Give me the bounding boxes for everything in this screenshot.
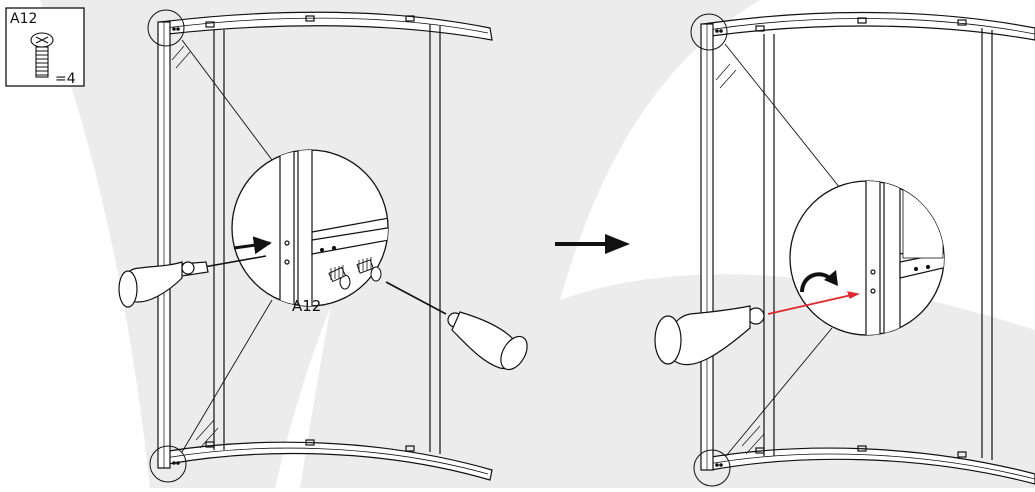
parts-box: A12 =4 bbox=[5, 7, 85, 87]
left-shower-panel bbox=[157, 11, 493, 481]
magnifier-circle-icon: A12 bbox=[231, 149, 389, 315]
screw-icon bbox=[328, 257, 382, 290]
screwdriver-icon bbox=[385, 281, 528, 371]
screwdriver-icon bbox=[118, 255, 267, 308]
corner-highlight-top bbox=[147, 9, 185, 47]
screwdriver-icon bbox=[654, 291, 860, 366]
right-shower-panel bbox=[700, 11, 1035, 485]
corner-highlight-bottom bbox=[693, 449, 731, 487]
part-code-label: A12 bbox=[10, 11, 37, 27]
arrow-right-icon bbox=[555, 234, 630, 254]
rotate-clockwise-icon bbox=[800, 270, 838, 293]
corner-highlight-top bbox=[690, 13, 728, 51]
part-quantity-label: =4 bbox=[55, 71, 76, 87]
screw-icon bbox=[30, 32, 54, 78]
callout-label: A12 bbox=[292, 297, 321, 315]
corner-highlight-bottom bbox=[149, 445, 187, 483]
